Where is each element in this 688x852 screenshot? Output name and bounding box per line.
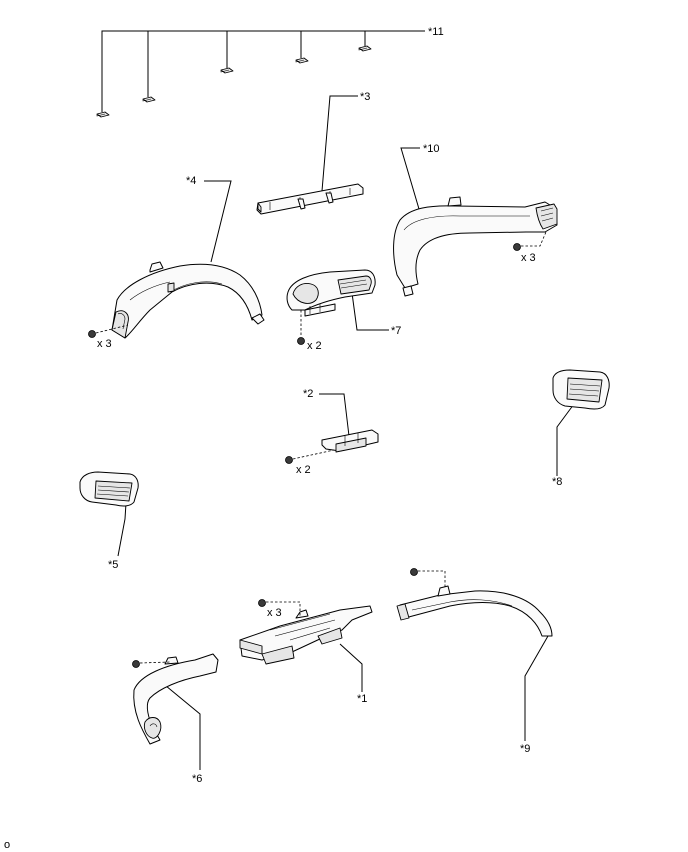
- part-10-duct: [393, 147, 558, 297]
- part-3-bracket: [256, 95, 364, 215]
- clip-icon: [358, 45, 372, 52]
- part-8-side-vent: [552, 369, 610, 476]
- screw-icon: [410, 568, 446, 588]
- qty-2: x 2: [296, 464, 311, 476]
- corner-mark: o: [4, 839, 10, 851]
- part-6-duct: [133, 653, 219, 770]
- callout-11: *11: [428, 26, 444, 38]
- clip-icon: [142, 96, 156, 103]
- callout-10: *10: [423, 143, 440, 155]
- part-1-center-duct: [239, 605, 373, 692]
- part-4-duct: [111, 180, 265, 339]
- callout-6: *6: [192, 773, 202, 785]
- clip-icon: [220, 67, 234, 74]
- callout-1: *1: [357, 693, 367, 705]
- part-9-duct: [396, 585, 553, 741]
- screw-icon: [513, 231, 547, 251]
- clip-group-11: [96, 30, 425, 118]
- clip-icon: [295, 57, 309, 64]
- clip-icon: [96, 111, 110, 118]
- part-5-side-vent: [79, 471, 139, 557]
- qty-1: x 3: [267, 607, 282, 619]
- callout-3: *3: [360, 91, 370, 103]
- screw-icon: [297, 310, 305, 345]
- callout-2: *2: [303, 388, 313, 400]
- screw-icon: [285, 449, 335, 464]
- screw-icon: [132, 660, 171, 668]
- callout-8: *8: [552, 476, 562, 488]
- qty-4: x 3: [97, 338, 112, 350]
- callout-5: *5: [108, 559, 118, 571]
- callout-7: *7: [391, 325, 401, 337]
- qty-7: x 2: [307, 340, 322, 352]
- screw-icon: [258, 599, 301, 616]
- callout-9: *9: [520, 743, 530, 755]
- part-2-bracket: [319, 393, 379, 453]
- callout-4: *4: [186, 175, 196, 187]
- screw-icon: [88, 324, 129, 338]
- qty-10: x 3: [521, 252, 536, 264]
- part-7-vent-housing: [286, 269, 389, 331]
